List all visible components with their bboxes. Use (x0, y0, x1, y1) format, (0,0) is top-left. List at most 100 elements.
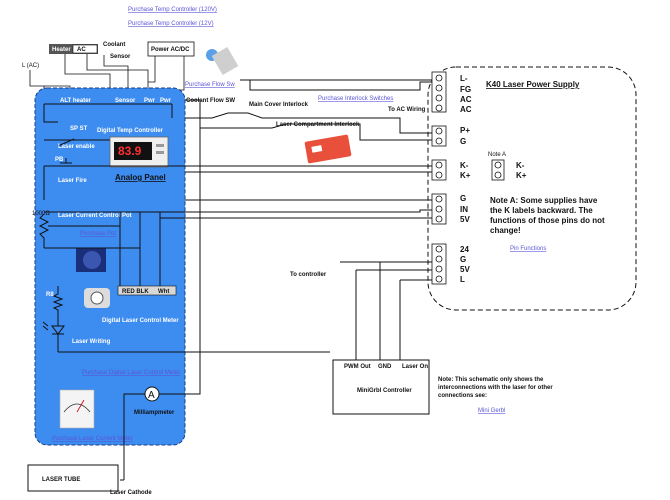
sensor-label: Sensor (110, 54, 131, 60)
terminal-group-5 (431, 243, 447, 285)
ac-label: AC (77, 47, 86, 53)
link-pot[interactable]: Purchase Pot (80, 231, 116, 237)
potentiometer-symbol (38, 213, 50, 248)
to-controller-label: To controller (290, 272, 327, 278)
pin-5v-2: 5V (460, 265, 470, 274)
main-cover-interlock-label: Main Cover Interlock (249, 102, 309, 108)
terminal-group-1 (431, 71, 447, 113)
pwr-label-1: Pwr (144, 98, 156, 104)
pin-g-2: G (460, 194, 466, 203)
minigrbl-controller-label: MiniGrbl Controller (357, 388, 412, 394)
milliampmeter-label: Milliampmeter (134, 410, 175, 416)
spst-switch-icon (57, 138, 75, 147)
pin-k-plus: K+ (460, 171, 471, 180)
meter-connector-box (117, 285, 177, 296)
alt-heater-label: ALT heater (60, 98, 92, 104)
laser-writing-label: Laser Writing (72, 339, 111, 345)
temp-button-1 (156, 144, 164, 147)
panel-top-wiring (43, 103, 173, 141)
link-temp-controller-12v[interactable]: Purchase Temp Controller (12V) (128, 21, 214, 27)
laser-tube-label: LASER TUBE (42, 477, 80, 483)
temp-controller-label: Digital Temp Controller (97, 128, 164, 134)
pin-g-1: G (460, 137, 466, 146)
meter-wiring (44, 212, 161, 286)
wht-label: Wht (158, 289, 169, 295)
heater-label: Heater (52, 47, 71, 53)
pot-label: Laser Current Control Pot (58, 213, 132, 219)
laser-on-label: Laser On (402, 364, 428, 370)
laser-tube-box (27, 464, 119, 492)
power-acdc-label: Power AC/DC (151, 47, 190, 53)
terminal-group-2 (431, 125, 447, 147)
ac-box (72, 44, 98, 54)
laser-cathode-label: Laser Cathode (110, 490, 152, 496)
analog-panel-title: Analog Panel (115, 173, 166, 182)
pwm-out-label: PWM Out (344, 364, 371, 370)
r8-label: R8 (46, 292, 54, 298)
link-flow-switch[interactable]: Purchase Flow Sw (185, 82, 235, 88)
coolant-flow-label: Coolant Flow SW (186, 98, 235, 104)
ammeter-letter: A (148, 390, 155, 401)
link-minigrbl[interactable]: Mini Gerbl (478, 408, 505, 414)
note-a-terminal (491, 159, 505, 181)
note-a-label: Note A (488, 152, 506, 158)
pin-fg: FG (460, 85, 471, 94)
link-digital-meter[interactable]: Purchase Digital Laser Control Meter (82, 370, 180, 376)
current-meter-image (59, 389, 95, 429)
led-icon (42, 320, 65, 352)
pin-l-minus: L- (460, 74, 468, 83)
push-button-icon (60, 158, 72, 164)
pwr-label-2: Pwr (160, 98, 172, 104)
psu-boundary (427, 66, 637, 311)
digital-meter-image (84, 288, 110, 308)
pin-k-minus: K- (460, 161, 469, 170)
flow-switch-image (206, 46, 239, 76)
note-a-text: Note A: Some supplies have the K labels … (490, 196, 605, 235)
pin-ac-1: AC (460, 95, 472, 104)
link-current-meter[interactable]: Purchase Laser Current Meter (52, 436, 133, 442)
link-temp-controller-120v[interactable]: Purchase Temp Controller (120V) (128, 7, 217, 13)
spst-label: SP ST (70, 126, 88, 132)
note-a-pin-k-plus: K+ (516, 171, 527, 180)
to-ac-wiring-label: To AC Wiring (388, 107, 426, 113)
pb-label: PB (55, 157, 64, 163)
temp-display (114, 142, 152, 160)
pot-image (76, 248, 106, 272)
temp-button-2 (156, 151, 164, 154)
interlock-switch-image (304, 134, 352, 164)
ammeter-to-cathode-wire (123, 393, 145, 480)
terminal-group-4 (431, 193, 447, 225)
coolant-label: Coolant (103, 42, 125, 48)
link-interlock-switches[interactable]: Purchase Interlock Switches (318, 96, 393, 102)
ammeter-to-psu-wire (159, 99, 201, 395)
red-blk-label: RED BLK (122, 289, 149, 295)
footer-note-text: Note: This schematic only shows the inte… (438, 377, 553, 399)
terminal-group-3 (431, 159, 447, 181)
footer-note-box: Note: This schematic only shows the inte… (438, 377, 553, 399)
l-ac-label: L (AC) (22, 63, 39, 69)
minigrbl-controller-box (332, 359, 430, 415)
pin-5v-1: 5V (460, 215, 470, 224)
analog-panel (34, 87, 186, 446)
pin-g-3: G (460, 255, 466, 264)
link-pin-functions[interactable]: Pin Functions (510, 246, 546, 252)
temp-display-value: 83.9 (118, 144, 142, 158)
panel-sensor-label: Sensor (115, 98, 136, 104)
pin-24: 24 (460, 245, 469, 254)
pin-ac-2: AC (460, 105, 472, 114)
psu-title: K40 Laser Power Supply (486, 80, 580, 89)
pot-ohms-label: 1000Ω (32, 211, 50, 217)
panel-mid-wiring (43, 165, 185, 213)
resistor-r8-symbol (52, 286, 64, 320)
pin-p-plus: P+ (460, 126, 470, 135)
gnd-label: GND (378, 364, 392, 370)
compartment-interlock-label: Laser Compartment Interlock (276, 122, 360, 128)
main-wiring (120, 79, 432, 481)
digital-meter-label: Digital Laser Control Meter (102, 318, 179, 324)
power-acdc-box (147, 41, 195, 57)
laser-fire-label: Laser Fire (58, 178, 87, 184)
laser-enable-label: Laser enable (58, 144, 95, 150)
note-a-pin-k-minus: K- (516, 161, 525, 170)
pin-l: L (460, 275, 465, 284)
